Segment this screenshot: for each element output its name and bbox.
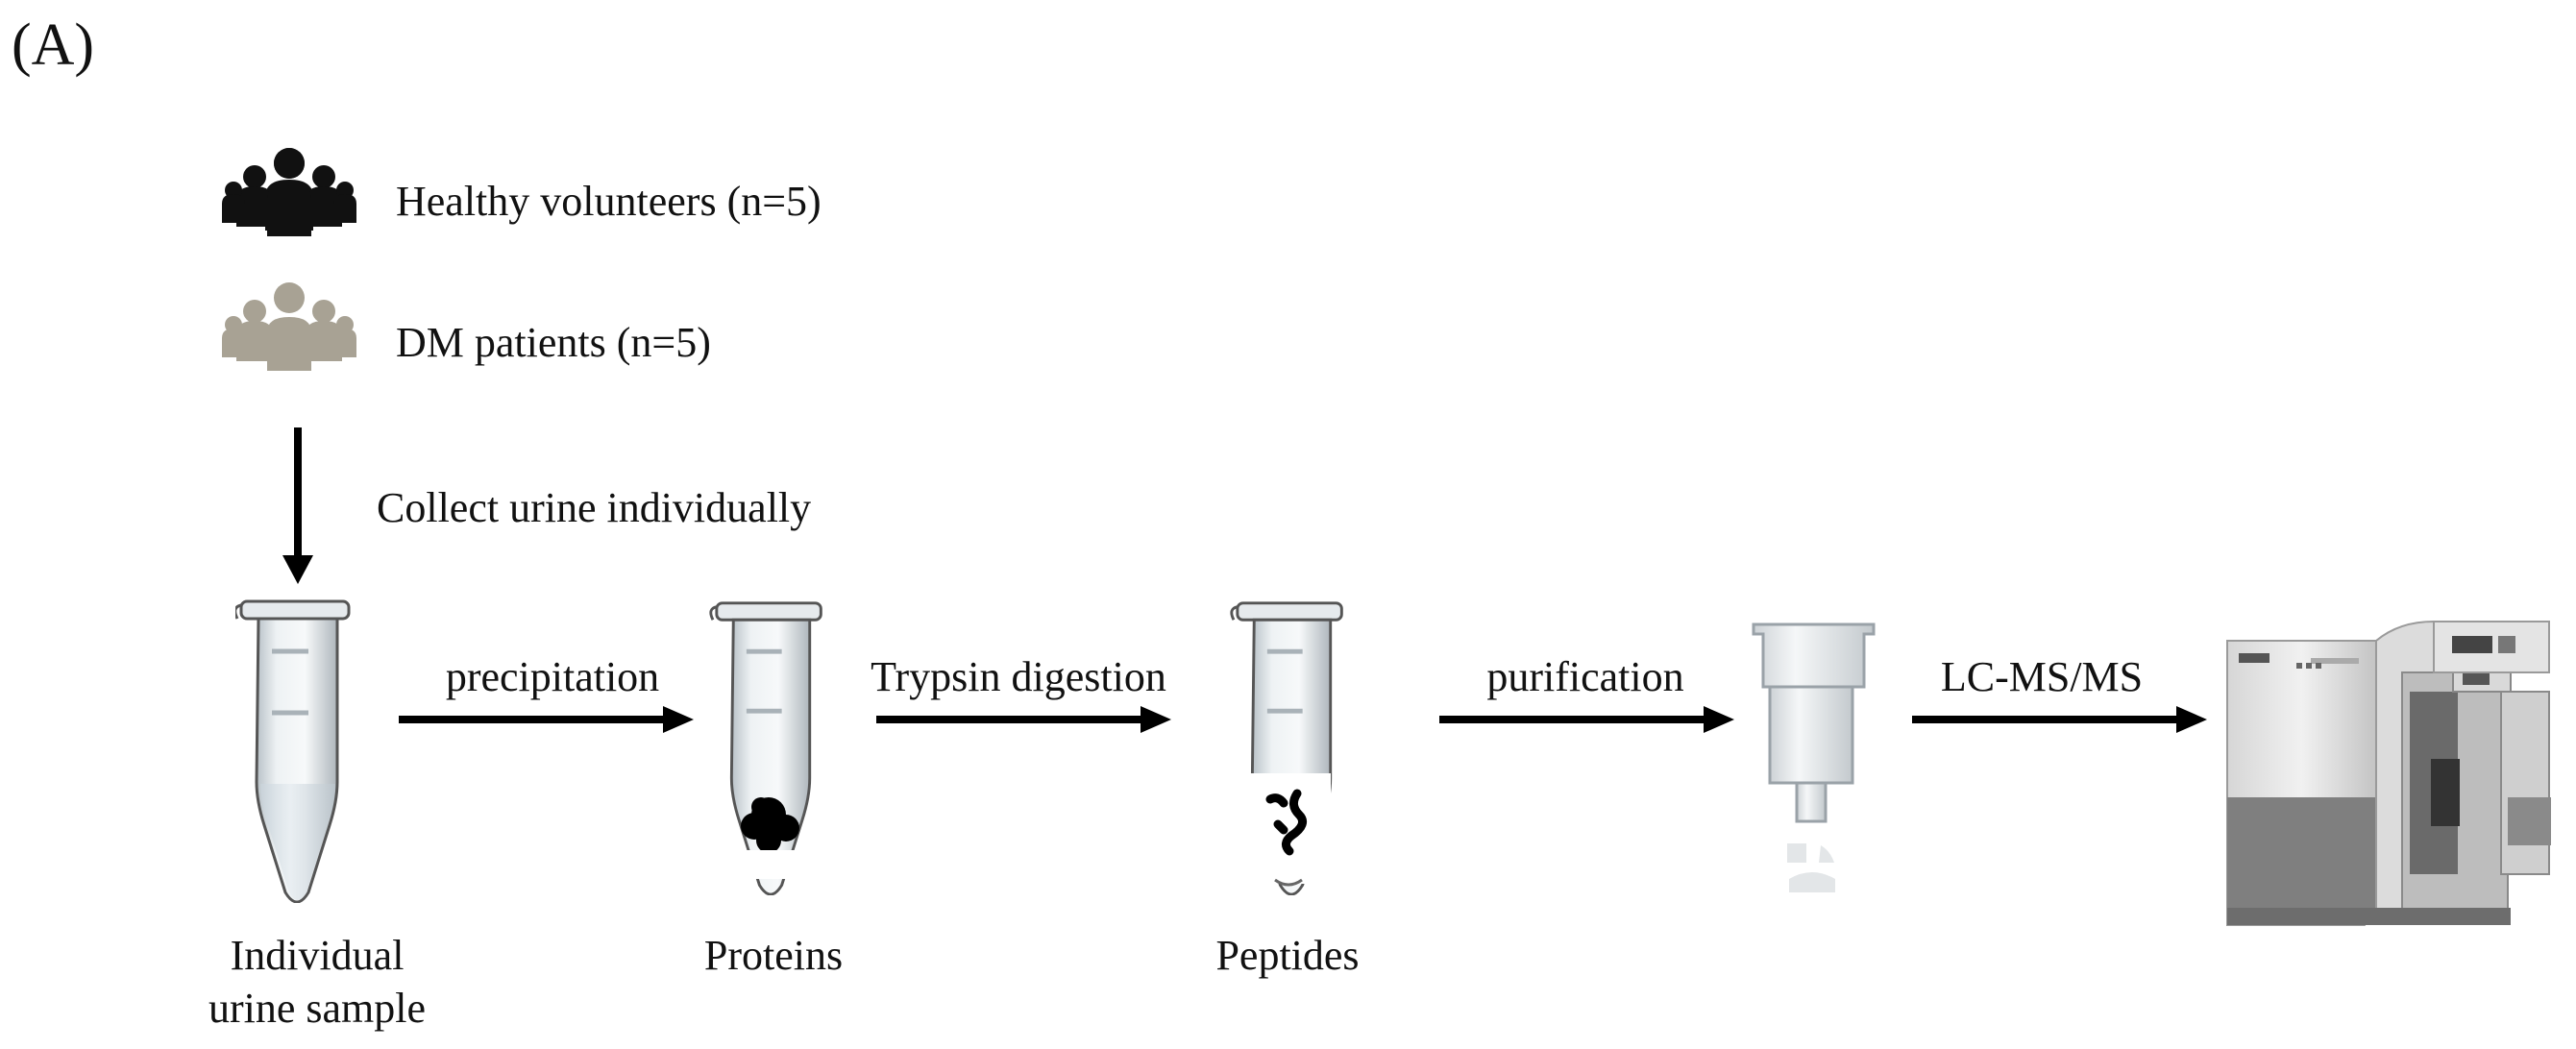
mass-spectrometer-icon (2226, 620, 2551, 926)
step-precipitation-label: precipitation (445, 653, 660, 700)
people-group-icon (222, 282, 356, 371)
arrow-precipitation (399, 706, 694, 733)
caption-proteins: Proteins (703, 932, 844, 979)
arrow-lcms (1912, 706, 2207, 733)
panel-label: (A) (12, 12, 95, 78)
step-digestion-label: Trypsin digestion (871, 653, 1166, 700)
arrow-digestion (876, 706, 1171, 733)
legend-healthy-label: Healthy volunteers (n=5) (396, 178, 822, 225)
peptide-tube-icon (1232, 603, 1342, 894)
caption-peptides: Peptides (1215, 932, 1360, 979)
urine-tube-icon (235, 601, 349, 902)
step-lcms-label: LC-MS/MS (1940, 653, 2144, 700)
spin-column-icon (1752, 622, 1876, 892)
protein-tube-icon (711, 603, 822, 894)
collect-arrow (282, 427, 313, 584)
collect-urine-label: Collect urine individually (377, 484, 812, 531)
arrow-purification (1439, 706, 1734, 733)
legend-patients-label: DM patients (n=5) (396, 319, 711, 366)
step-purification-label: purification (1486, 653, 1684, 700)
caption-urine-sample: Individual urine sample (208, 932, 427, 1032)
people-group-icon (222, 148, 356, 236)
